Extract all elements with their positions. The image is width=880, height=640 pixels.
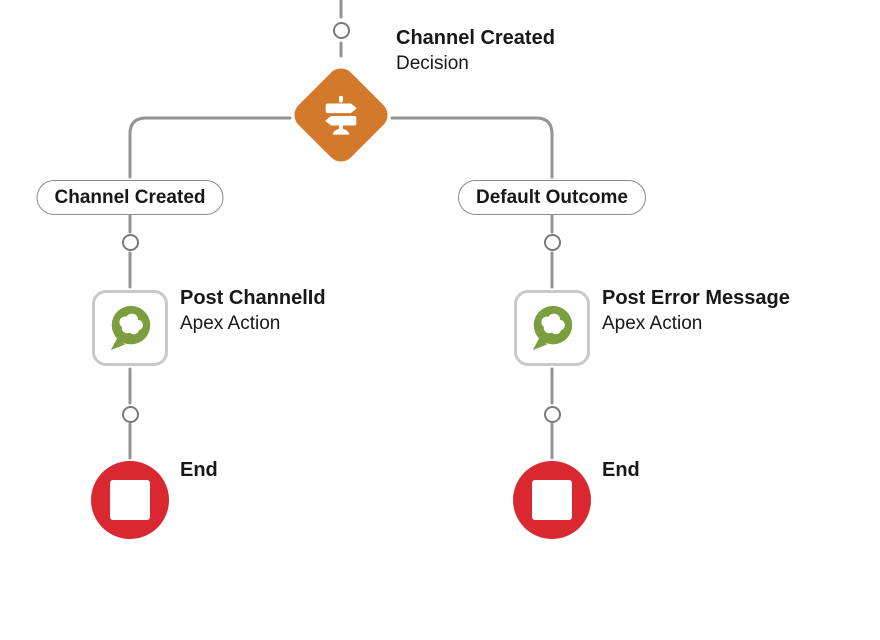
chat-bubble-icon (110, 305, 151, 351)
connector-path (128, 116, 292, 179)
outcome-badge-right[interactable]: Default Outcome (457, 180, 647, 215)
add-node-circle[interactable] (543, 233, 561, 251)
apex-action-node-right[interactable] (514, 290, 590, 366)
end-label: End (602, 459, 640, 481)
apex-action-node-left[interactable] (92, 290, 168, 366)
end-label-right: End (602, 457, 640, 483)
end-label: End (180, 459, 218, 481)
add-node-circle[interactable] (121, 233, 139, 251)
end-node-left[interactable] (91, 461, 169, 539)
action-title: Post Error Message (602, 287, 790, 309)
chat-bubble-icon (532, 305, 573, 351)
action-title: Post ChannelId (180, 287, 326, 309)
end-node-right[interactable] (513, 461, 591, 539)
decision-subtitle: Decision (396, 53, 469, 74)
connector-path (390, 116, 554, 179)
decision-label: Channel Created Decision (396, 25, 555, 76)
add-node-circle[interactable] (121, 405, 139, 423)
apex-action-label-left: Post ChannelId Apex Action (180, 285, 326, 336)
action-subtitle: Apex Action (602, 313, 703, 334)
decision-node[interactable] (288, 62, 394, 168)
signpost-decision-icon (325, 95, 357, 135)
add-node-circle[interactable] (543, 405, 561, 423)
decision-title: Channel Created (396, 27, 555, 49)
end-label-left: End (180, 457, 218, 483)
outcome-badge-left[interactable]: Channel Created (36, 180, 224, 215)
stop-square-icon (532, 480, 572, 520)
add-node-circle[interactable] (332, 21, 350, 39)
stop-square-icon (110, 480, 150, 520)
action-subtitle: Apex Action (180, 313, 281, 334)
apex-action-label-right: Post Error Message Apex Action (602, 285, 790, 336)
